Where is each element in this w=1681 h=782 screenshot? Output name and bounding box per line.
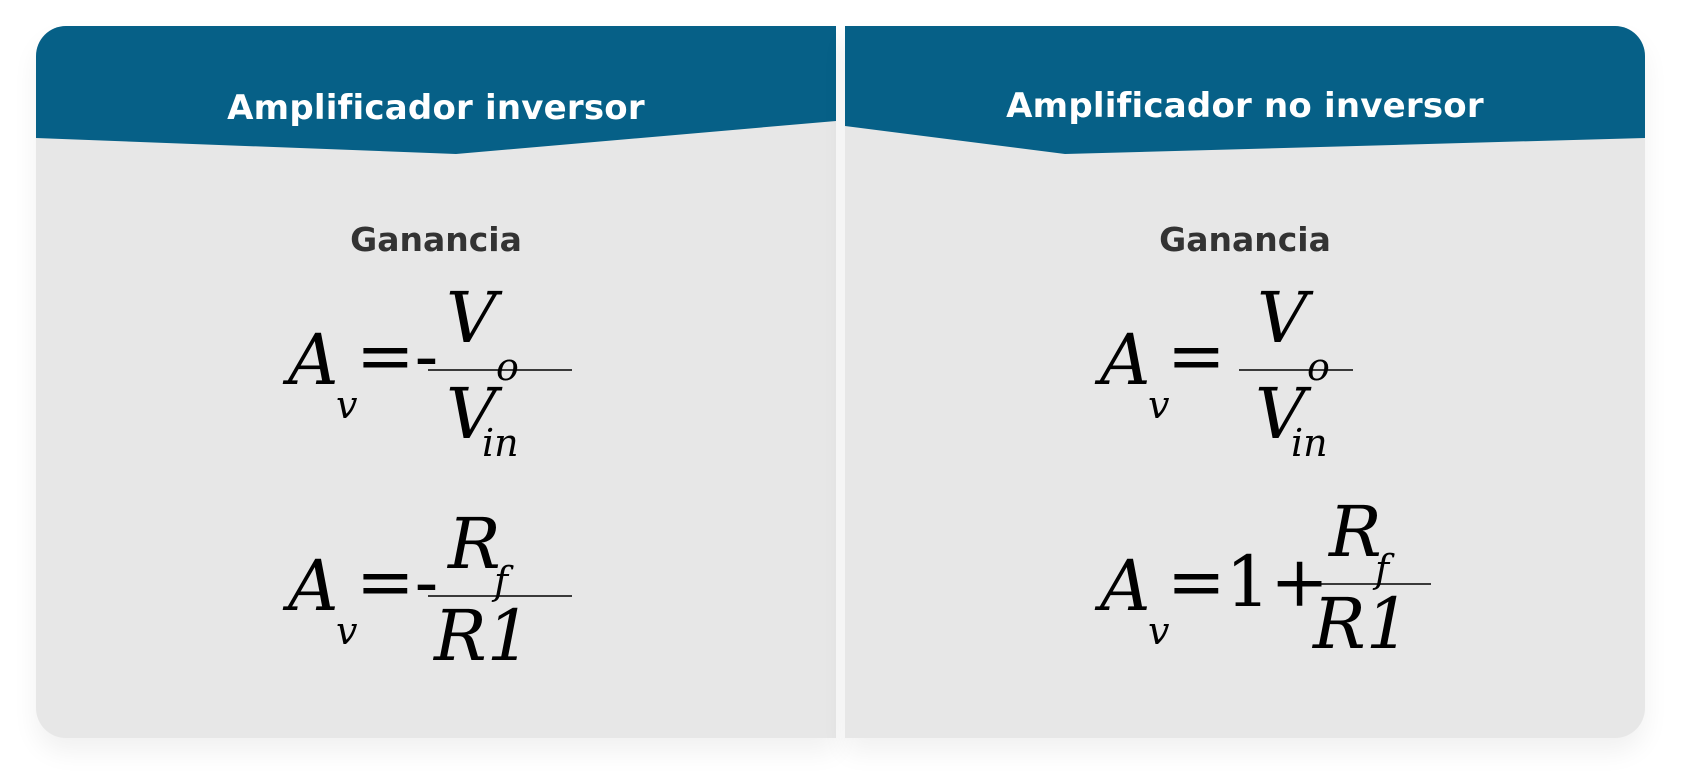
formula-numerator: R [446, 503, 501, 585]
formula-operator: =- [356, 541, 438, 623]
formula-denominator-subscript: in [1291, 421, 1328, 465]
panel-header-banner [36, 26, 836, 154]
panel-non-inverting-amplifier: Amplificador no inversor Ganancia A v = … [845, 26, 1645, 738]
formula-denominator: R1 [432, 595, 531, 677]
formula-numerator: V [1257, 277, 1314, 359]
formula-operator: = [1167, 315, 1226, 397]
formula-denominator-subscript: in [482, 421, 519, 465]
gain-formula-voltage-ratio: A v =- V o V in [282, 277, 572, 465]
formula-lhs: A [282, 319, 339, 401]
formula-lhs-subscript: v [1148, 383, 1170, 427]
panel-title: Amplificador inversor [227, 88, 645, 128]
formula-lhs: A [282, 545, 339, 627]
formula-operator: =- [356, 315, 438, 397]
panel-header-banner [845, 26, 1645, 154]
formula-lhs-subscript: v [1148, 609, 1170, 653]
formula-lhs-subscript: v [336, 383, 358, 427]
panel-inverting-amplifier: Amplificador inversor Ganancia A v =- V … [36, 26, 836, 738]
formula-denominator: V [446, 373, 503, 455]
formula-numerator-subscript: o [1307, 345, 1330, 389]
formula-numerator-subscript: o [496, 345, 519, 389]
gain-formula-resistor-ratio: A v =1+ R f R1 [1094, 491, 1431, 665]
formula-lhs-subscript: v [336, 609, 358, 653]
panel-subtitle: Ganancia [1159, 220, 1331, 259]
formula-numerator: R [1327, 491, 1382, 573]
formula-denominator: R1 [1311, 583, 1410, 665]
formula-lhs: A [1094, 545, 1151, 627]
formula-lhs: A [1094, 319, 1151, 401]
panel-subtitle: Ganancia [350, 220, 522, 259]
formula-denominator: V [1255, 373, 1312, 455]
gain-formula-voltage-ratio: A v = V o V in [1094, 277, 1353, 465]
panel-title: Amplificador no inversor [1006, 86, 1484, 126]
gain-formula-resistor-ratio: A v =- R f R1 [282, 503, 572, 677]
formula-numerator: V [446, 277, 503, 359]
formula-operator: =1+ [1167, 541, 1329, 623]
